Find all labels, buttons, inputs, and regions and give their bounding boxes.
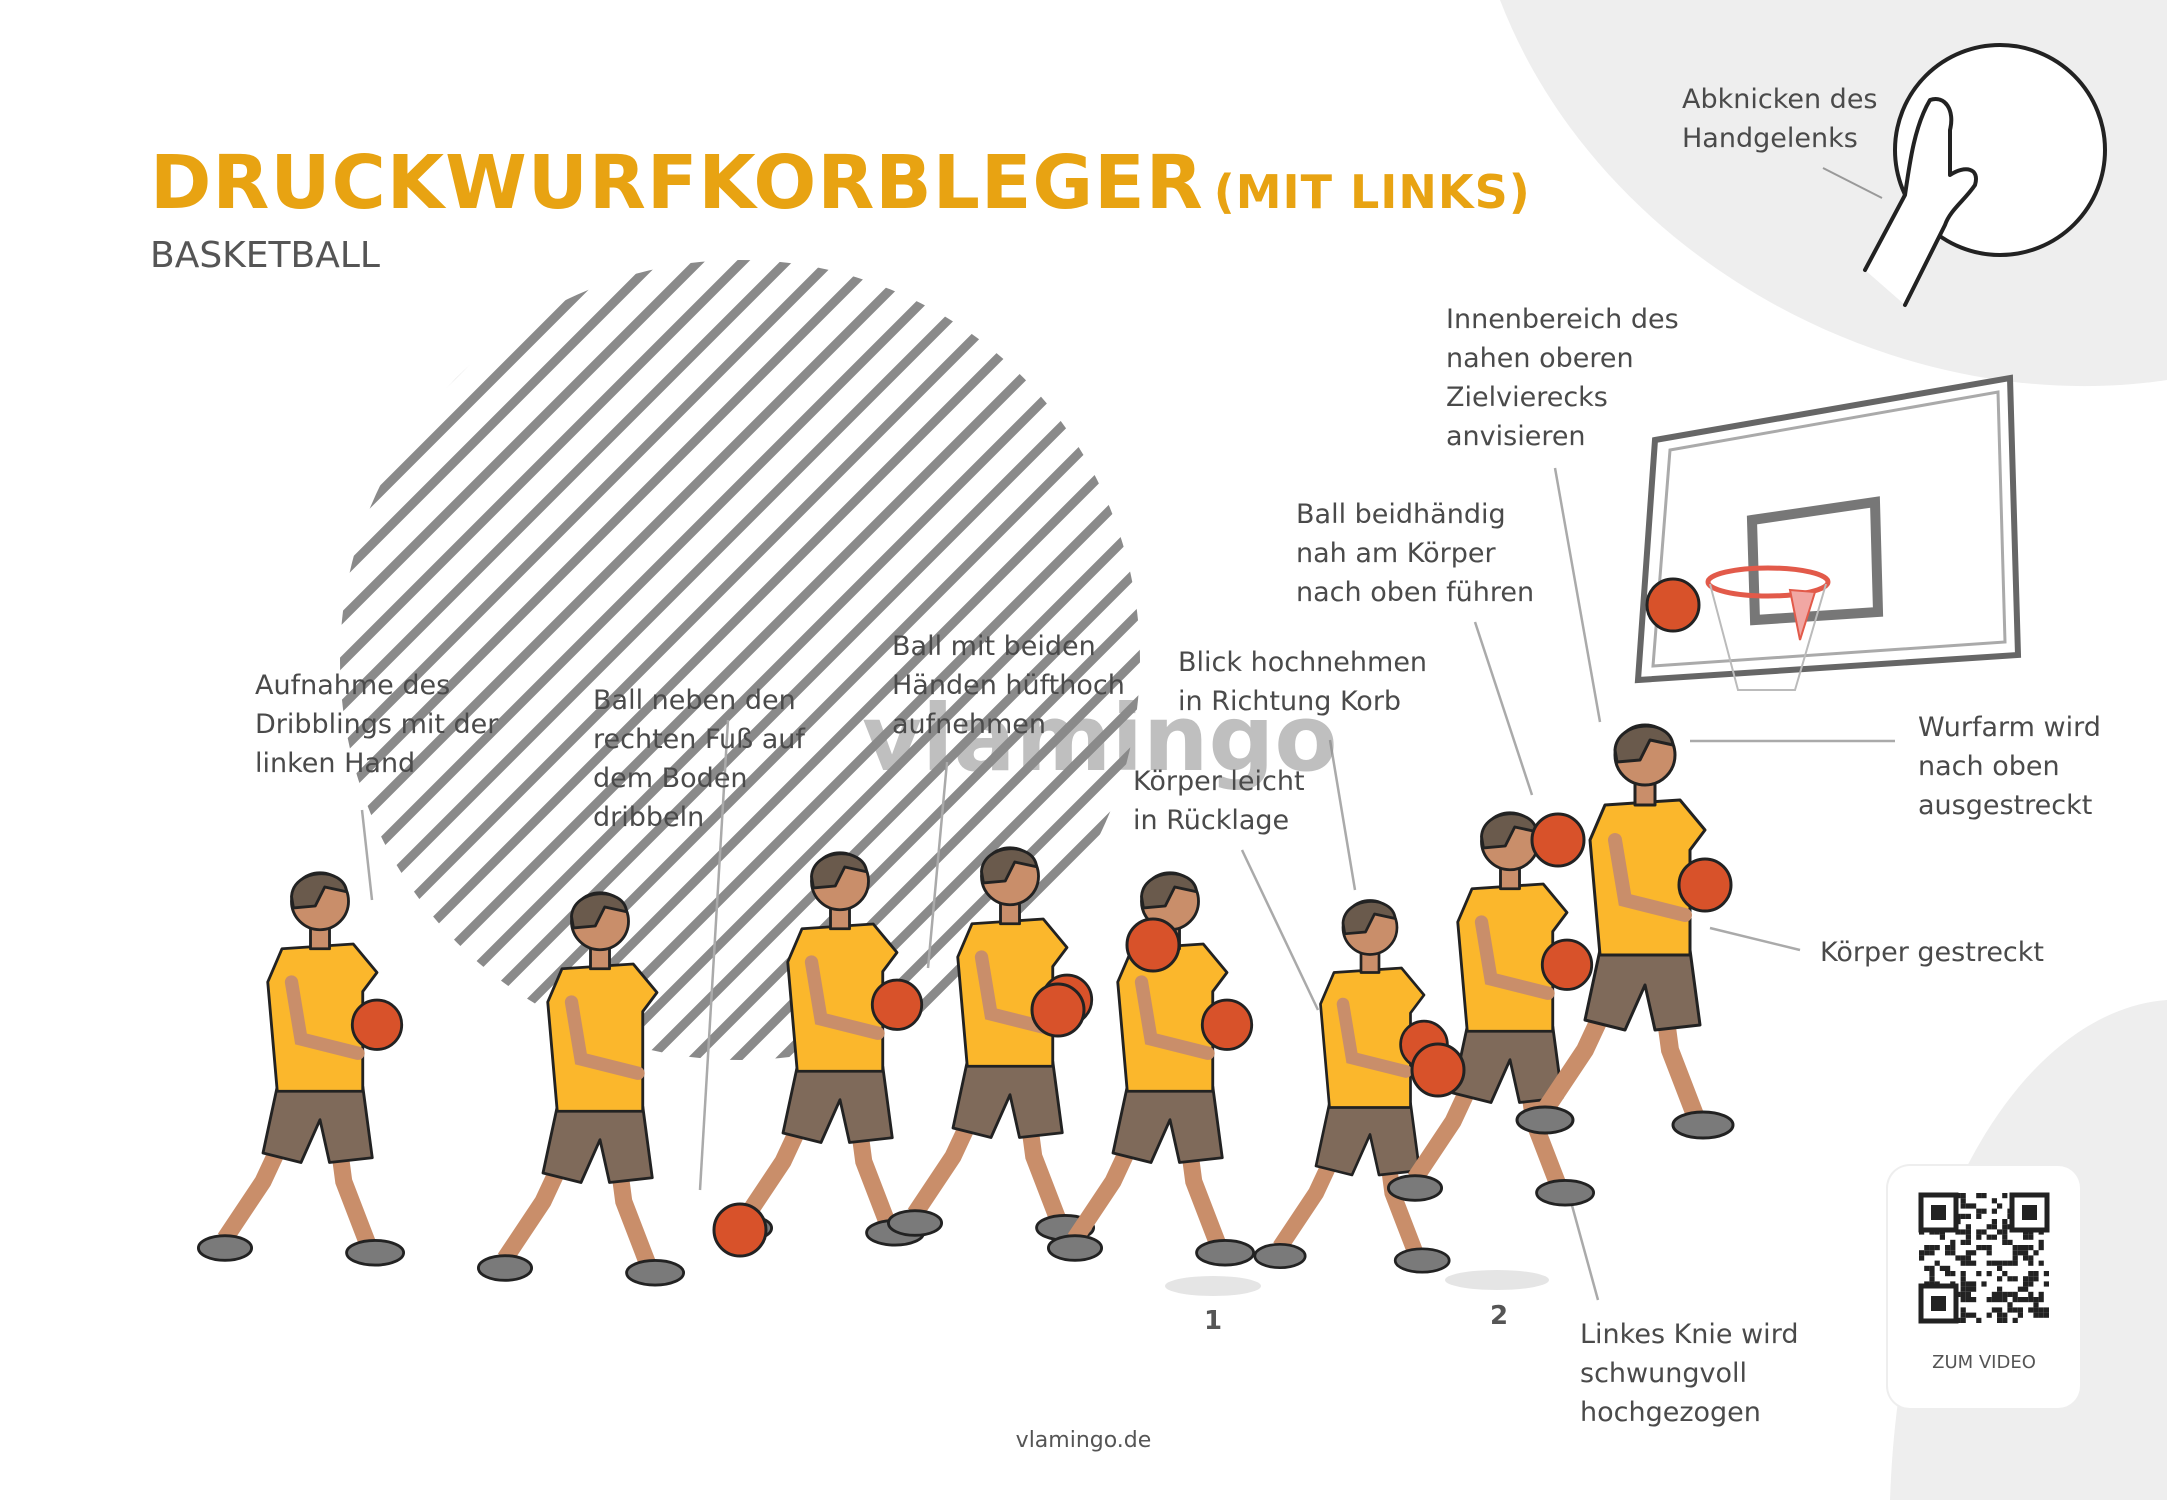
page-subtitle: BASKETBALL: [150, 235, 380, 276]
note-wurfarm: Wurfarm wird nach oben ausgestreckt: [1918, 712, 2101, 821]
step-label-2: 2: [1490, 1301, 1509, 1331]
players-group: [196, 577, 1735, 1287]
note-aufnehmen: Ball mit beiden Händen hüfthoch aufnehme…: [892, 631, 1125, 740]
ball: [1125, 917, 1181, 973]
footer-url[interactable]: vlamingo.de: [1015, 1428, 1152, 1453]
player-figure: [1386, 811, 1596, 1207]
step-label-1: 1: [1204, 1306, 1223, 1336]
page-title: DRUCKWURFKORBLEGER(MIT LINKS): [150, 140, 1531, 226]
player-figure: [716, 851, 926, 1247]
title-suffix: (MIT LINKS): [1213, 165, 1531, 219]
player-figure: [476, 891, 686, 1287]
note-handgelenk: Abknicken des Handgelenks: [1682, 84, 1878, 154]
qr-code-icon[interactable]: [1914, 1188, 2054, 1328]
ball: [1410, 1042, 1466, 1098]
player-figure: [1253, 899, 1451, 1274]
qr-label[interactable]: ZUM VIDEO: [1932, 1352, 2036, 1373]
basketball-hoop-icon: [1634, 374, 2022, 691]
player-figure: [196, 871, 406, 1267]
ball: [1530, 812, 1586, 868]
hand-on-ball-icon: [1863, 43, 2107, 307]
note-gestreckt: Körper gestreckt: [1820, 937, 2045, 968]
note-aufnahme: Aufnahme des Dribblings mit der linken H…: [255, 670, 499, 779]
player-figure: [886, 846, 1096, 1242]
ball: [712, 1202, 768, 1258]
ball: [1645, 577, 1701, 633]
note-beidhaendig: Ball beidhändig nah am Körper nach oben …: [1296, 499, 1535, 608]
ball: [1030, 982, 1086, 1038]
note-dribbeln: Ball neben den rechten Fuß auf dem Boden…: [593, 685, 805, 833]
qr-card[interactable]: [1888, 1166, 2080, 1408]
watermark: vlamingo: [862, 685, 1338, 792]
annotation-lines: [360, 467, 1895, 1301]
note-ruecklage: Körper leicht in Rücklage: [1133, 766, 1305, 836]
player-figure: [1046, 871, 1256, 1267]
note-knie: Linkes Knie wird schwungvoll hochgezogen: [1580, 1319, 1799, 1428]
title-main: DRUCKWURFKORBLEGER: [150, 140, 1204, 226]
note-blick: Blick hochnehmen in Richtung Korb: [1178, 647, 1428, 717]
player-figure: [1515, 723, 1735, 1140]
note-innenbereich: Innenbereich des nahen oberen Zielvierec…: [1446, 304, 1679, 452]
